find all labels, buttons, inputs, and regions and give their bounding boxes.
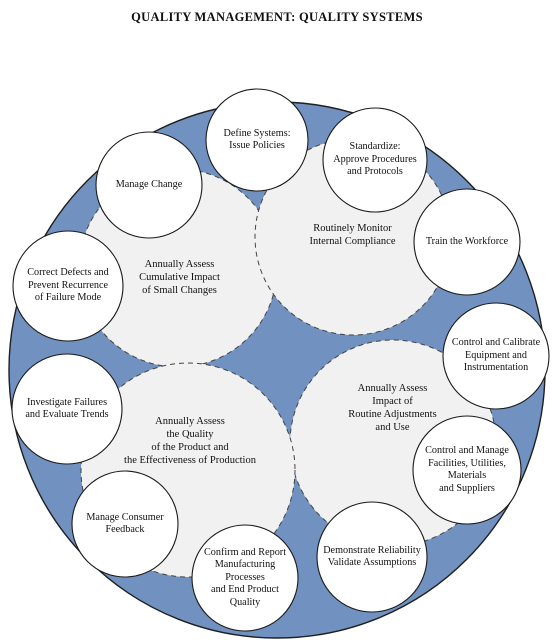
inner-label-assess-quality-line: the Quality bbox=[166, 429, 214, 440]
node-circle-train-workforce bbox=[413, 188, 521, 296]
node-label-confirm-report-line: Confirm and Report bbox=[203, 546, 287, 558]
node-label-define-systems-line: Issue Policies bbox=[229, 140, 285, 151]
inner-label-monitor-compliance-line: Routinely Monitor bbox=[313, 223, 392, 234]
inner-label-assess-routine-adjustments-line: Annually Assess bbox=[357, 383, 428, 394]
node-label-control-calibrate-line: Control and Calibrate bbox=[451, 337, 541, 349]
node-label-demonstrate-reliability-line: Demonstrate Reliability bbox=[323, 544, 421, 556]
inner-label-assess-small-changes-line: Cumulative Impact bbox=[139, 271, 220, 283]
node-label-confirm-report-line: and End Product bbox=[211, 584, 279, 596]
node-circle-define-systems bbox=[205, 88, 309, 192]
node-label-control-calibrate-line: Instrumentation bbox=[463, 362, 529, 374]
inner-label-assess-small-changes-line: of Small Changes bbox=[142, 284, 217, 296]
node-label-control-manage-line: Facilities, Utilities, bbox=[428, 457, 506, 469]
node-circle-manage-feedback bbox=[71, 470, 179, 578]
node-label-correct-defects-line: of Failure Mode bbox=[34, 292, 102, 304]
inner-label-assess-quality: Annually Assess the Quality of the Product… bbox=[95, 408, 285, 474]
node-label-control-manage-line: Materials bbox=[447, 470, 487, 481]
node-circle-confirm-report bbox=[191, 524, 299, 632]
node-circle-standardize bbox=[322, 107, 428, 213]
node-label-train-workforce-line: Train the Workforce bbox=[425, 235, 509, 247]
inner-label-assess-quality-line: of the Product and bbox=[151, 442, 229, 453]
node-label-control-manage-line: and Suppliers bbox=[439, 482, 495, 494]
inner-label-assess-routine-adjustments-line: and Use bbox=[375, 422, 410, 433]
node-circle-control-manage bbox=[412, 415, 522, 525]
node-circle-manage-change bbox=[95, 131, 203, 239]
node-label-demonstrate-reliability-line: Validate Assumptions bbox=[327, 557, 417, 568]
node-label-train-workforce: Train the Workforce bbox=[417, 194, 517, 290]
diagram-title: QUALITY MANAGEMENT: QUALITY SYSTEMS bbox=[131, 10, 423, 24]
node-label-manage-change: Manage Change bbox=[99, 137, 199, 233]
inner-label-assess-quality-line: the Effectiveness of Production bbox=[124, 455, 256, 466]
node-label-manage-change-line: Manage Change bbox=[115, 178, 183, 190]
node-circle-control-calibrate bbox=[442, 302, 550, 410]
node-label-confirm-report-line: Processes bbox=[225, 571, 265, 583]
node-label-define-systems-line: Define Systems: bbox=[223, 127, 291, 139]
inner-label-assess-quality-line: Annually Assess bbox=[155, 416, 225, 427]
node-label-define-systems: Define Systems:Issue Policies bbox=[209, 94, 305, 186]
node-label-manage-feedback-line: Manage Consumer bbox=[86, 511, 164, 523]
node-label-investigate-failures-line: Investigate Failures bbox=[26, 396, 108, 408]
node-circle-correct-defects bbox=[12, 230, 124, 342]
inner-label-monitor-compliance-line: Internal Compliance bbox=[309, 236, 396, 247]
node-label-correct-defects-line: Prevent Recurrence bbox=[27, 279, 109, 291]
node-label-standardize-line: Approve Procedures bbox=[333, 153, 417, 165]
node-label-manage-feedback-line: Feedback bbox=[105, 524, 145, 535]
node-circle-investigate-failures bbox=[11, 353, 123, 465]
process-nodes-group bbox=[11, 88, 550, 632]
inner-label-assess-small-changes-line: Annually Assess bbox=[144, 258, 215, 270]
node-circle-demonstrate-reliability bbox=[316, 501, 428, 613]
node-label-confirm-report-line: Manufacturing bbox=[214, 559, 276, 571]
node-label-control-calibrate-line: Equipment and bbox=[465, 349, 527, 361]
node-label-confirm-report-line: Quality bbox=[229, 596, 261, 608]
node-label-control-manage-line: Control and Manage bbox=[425, 445, 509, 456]
inner-label-assess-routine-adjustments-line: Impact of bbox=[372, 396, 413, 407]
inner-label-assess-routine-adjustments-line: Routine Adjustments bbox=[348, 409, 437, 420]
node-label-correct-defects-line: Correct Defects and bbox=[27, 267, 109, 279]
node-label-standardize-line: and Protocols bbox=[347, 166, 403, 178]
node-label-investigate-failures-line: and Evaluate Trends bbox=[25, 409, 109, 420]
node-label-standardize-line: Standardize: bbox=[349, 141, 401, 153]
